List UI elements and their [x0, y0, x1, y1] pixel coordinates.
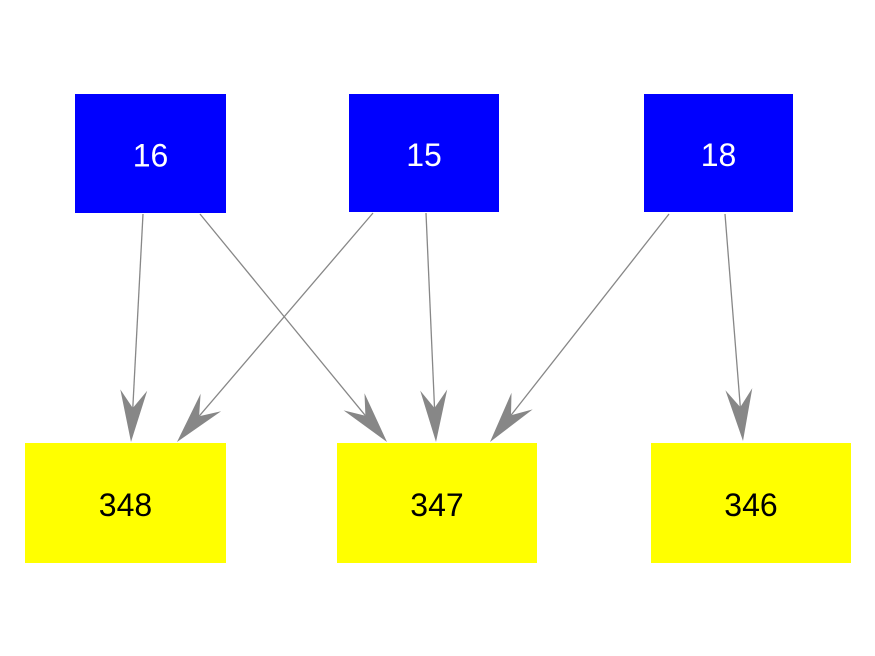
edge-18-346[interactable] [724, 213, 753, 441]
node-347-label: 347 [410, 487, 463, 523]
node-347[interactable]: 347 [337, 443, 537, 563]
edge-16-347-line[interactable] [199, 213, 366, 417]
edge-15-348-line[interactable] [198, 212, 374, 417]
nodes-layer: 16 15 18 348 347 346 [25, 94, 851, 563]
node-346[interactable]: 346 [651, 443, 851, 563]
edge-15-347[interactable] [420, 212, 448, 442]
node-348-box[interactable] [25, 443, 226, 563]
node-347-box[interactable] [337, 443, 537, 563]
edge-15-347-line[interactable] [425, 212, 436, 409]
edge-16-348-line[interactable] [132, 213, 144, 409]
node-16[interactable]: 16 [75, 94, 226, 213]
edge-18-347-line[interactable] [510, 213, 670, 416]
node-18-box[interactable] [644, 94, 793, 212]
node-346-box[interactable] [651, 443, 851, 563]
node-18[interactable]: 18 [644, 94, 793, 212]
arrowhead-icon [420, 389, 448, 442]
edge-16-348[interactable] [120, 213, 148, 442]
node-346-label: 346 [724, 487, 777, 523]
node-348-label: 348 [99, 487, 152, 523]
edges-layer [120, 212, 753, 442]
node-15[interactable]: 15 [349, 94, 499, 212]
arrowhead-icon [120, 389, 148, 442]
edge-18-346-line[interactable] [724, 213, 741, 408]
arrowhead-icon [177, 393, 222, 442]
arrowhead-icon [725, 388, 753, 441]
node-16-box[interactable] [75, 94, 226, 213]
edge-15-348[interactable] [177, 212, 374, 442]
arrowhead-icon [490, 392, 533, 442]
edge-18-347[interactable] [490, 213, 670, 442]
node-18-label: 18 [701, 137, 737, 173]
node-16-label: 16 [133, 138, 169, 174]
node-15-label: 15 [406, 137, 442, 173]
node-15-box[interactable] [349, 94, 499, 212]
arrowhead-icon [343, 393, 387, 442]
edge-16-347[interactable] [199, 213, 387, 442]
node-348[interactable]: 348 [25, 443, 226, 563]
